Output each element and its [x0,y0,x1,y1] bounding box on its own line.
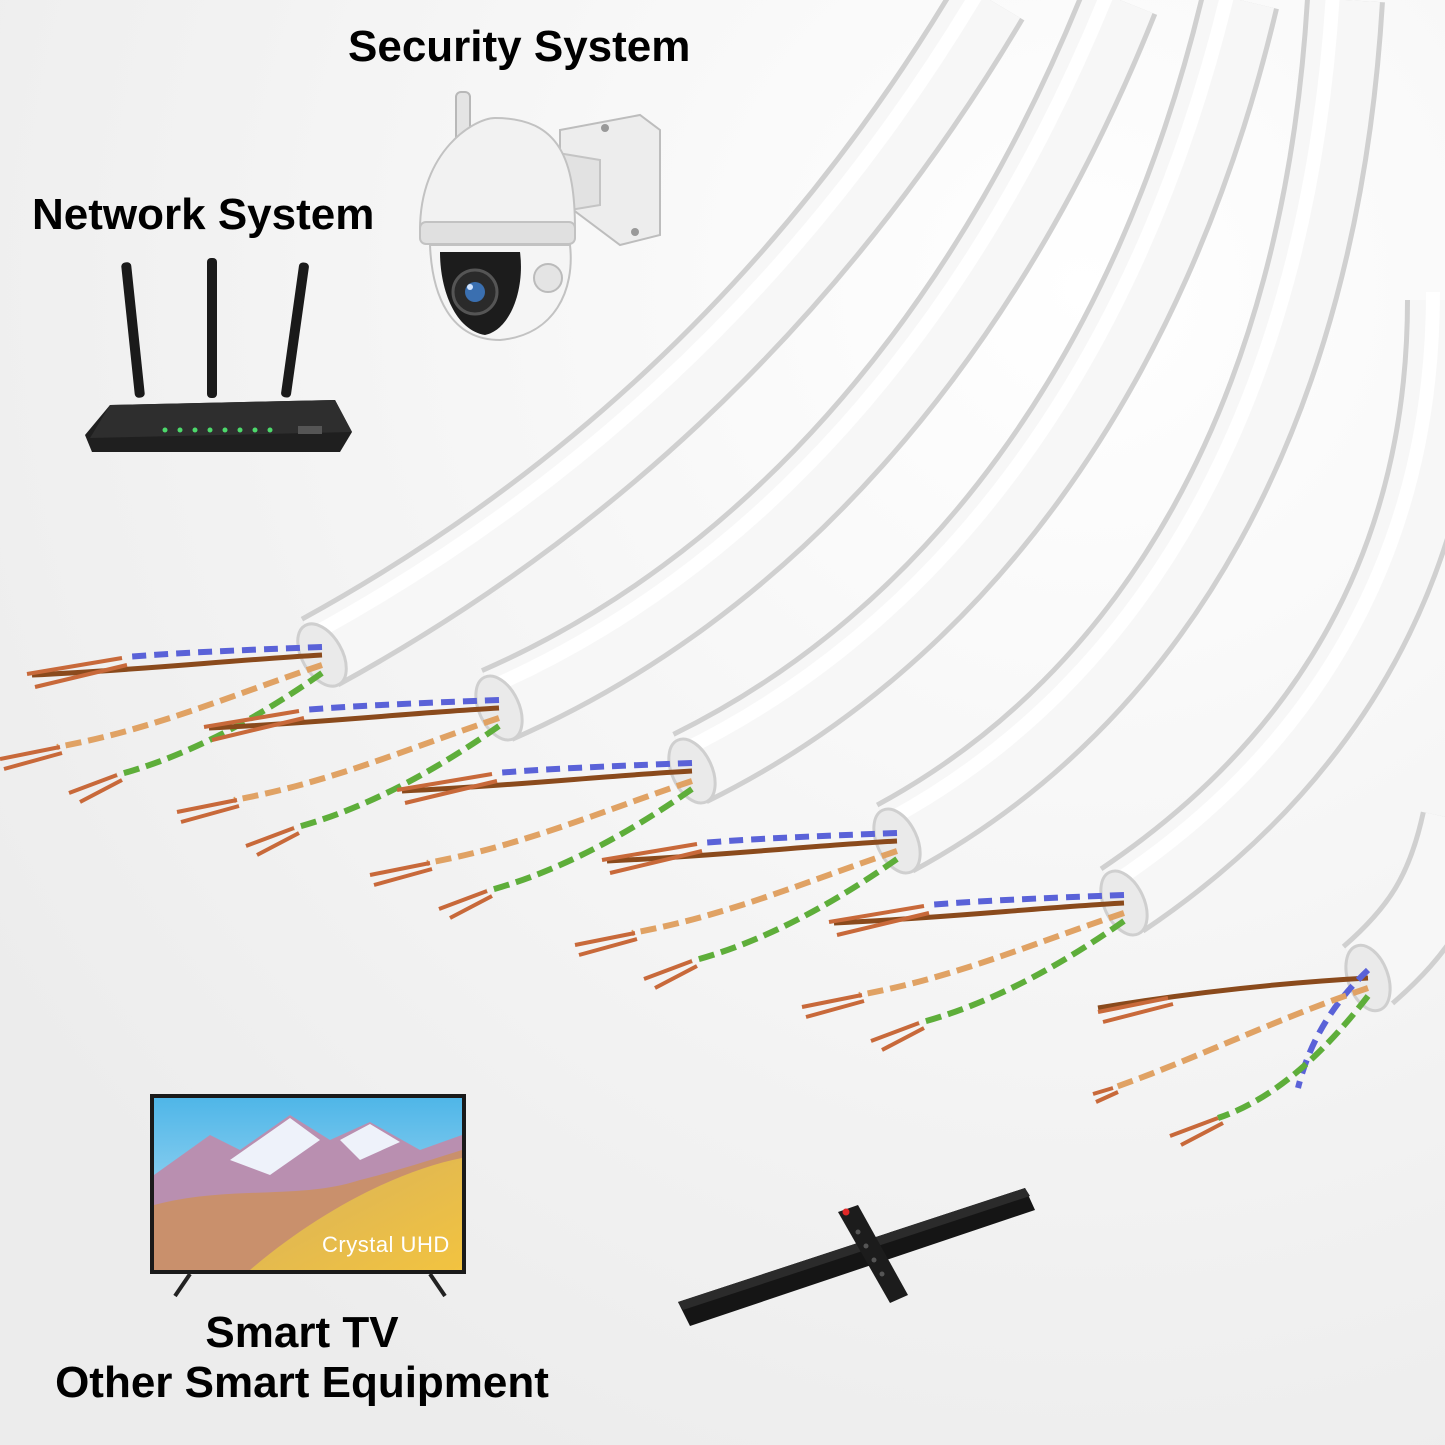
network-system-label: Network System [32,190,375,239]
cable-bundle [296,0,1445,1013]
soundbar-icon [678,1188,1035,1326]
wire-fan-4 [574,830,899,990]
wire-fan-6 [1092,967,1371,1147]
smart-tv-icon [150,1094,466,1298]
security-system-label: Security System [348,22,691,71]
cable-4 [872,0,1385,875]
wire-fan-2 [176,697,501,857]
smart-equipment-label: Other Smart Equipment [55,1358,549,1407]
cable-1 [296,0,1025,688]
wire-fan-5 [801,892,1126,1052]
wire-fan-1 [0,644,324,804]
tv-brand-text: Crystal UHD [322,1232,450,1257]
security-camera-icon [418,91,661,342]
wifi-router-icon [85,258,352,452]
cable-2 [474,0,1158,742]
smart-tv-label: Smart TV [205,1308,399,1357]
wire-fan-3 [369,760,694,920]
